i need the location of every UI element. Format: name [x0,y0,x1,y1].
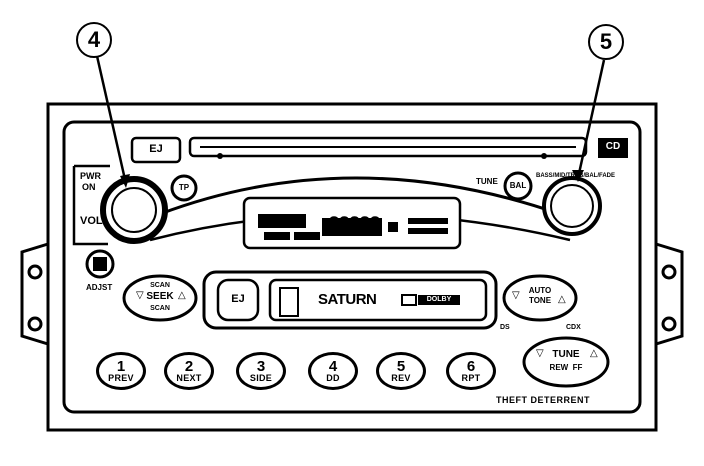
volume-power-knob[interactable] [100,176,168,244]
tone-knob-caption: BASS/MID/TREB/BAL/FADE [536,173,616,179]
preset-label: PREV [108,372,134,383]
tune-seek-line1: TUNE [552,349,580,360]
auto-tone-button[interactable] [502,274,578,322]
cd-eject-label: EJ [149,143,163,155]
display-segments [258,214,448,240]
preset-button-1[interactable]: 1 PREV [96,352,146,390]
tune-rew-ff-button[interactable] [522,336,610,388]
adjust-button[interactable] [85,249,115,279]
knob-label-vol: VOL [80,215,103,227]
compact-disc-mark [598,138,628,158]
tune-label: TUNE [476,177,498,186]
bal-button[interactable] [503,171,533,201]
tune-down-arrow: ▽ [536,348,544,359]
callout-4: 4 [76,22,112,58]
tp-button[interactable] [170,174,198,202]
seek-line3: SCAN [150,305,170,312]
left-mounting-bracket [20,241,50,347]
preset-button-5[interactable]: 5 REV [376,352,426,390]
preset-button-3[interactable]: 3 SIDE [236,352,286,390]
preset-label: DD [326,372,340,383]
preset-button-2[interactable]: 2 NEXT [164,352,214,390]
tune-seek-line2: REW FF [549,363,583,372]
preset-label: REV [391,372,411,383]
cd-eject-button[interactable] [130,136,182,164]
seek-up-arrow: △ [178,290,186,301]
adjust-label: ADJST [86,283,113,292]
preset-label: NEXT [176,372,202,383]
preset-button-4[interactable]: 4 DD [308,352,358,390]
knob-label-pwr: PWR [80,171,101,181]
display-digits: 88888 [327,214,381,239]
autotune-line1: AUTO [528,286,552,295]
right-mounting-bracket [654,241,684,347]
preset-number: 1 [116,357,126,375]
preset-number: 3 [256,357,266,375]
disc-mark-label: CD [605,141,621,152]
bal-button-label: BAL [509,181,527,190]
preset-number: 2 [184,357,194,375]
autotune-left-caption: DS [500,324,510,331]
dolby-mark [401,294,460,306]
callout-5: 5 [588,24,624,60]
callout-4-leader [95,55,128,185]
preset-label: RPT [461,372,481,383]
tone-balance-knob[interactable] [542,176,602,236]
cassette-brand: SATURN [318,291,377,308]
autotune-down-arrow: ▽ [512,290,520,301]
preset-number: 5 [396,357,406,375]
tune-up-arrow: △ [590,348,598,359]
seek-line1: SCAN [150,282,170,289]
cassette-eject-button[interactable] [216,278,260,322]
theft-deterrent-label: THEFT DETERRENT [496,395,590,405]
callout-5-leader [576,59,606,179]
preset-number: 6 [466,357,476,375]
left-knob-bezel [72,164,110,246]
dolby-text: DOLBY [426,296,452,303]
display-upper-arc [159,176,561,216]
tp-button-label: TP [178,183,190,192]
autotune-right-caption: CDX [566,324,581,331]
autotune-up-arrow: △ [558,294,566,305]
knob-label-on: ON [82,182,96,192]
cassette-door[interactable] [268,278,488,322]
autotune-line2: TONE [528,296,552,305]
preset-label: SIDE [249,372,273,383]
seek-scan-button[interactable] [122,274,198,322]
cassette-eject-label: EJ [231,293,245,305]
seek-down-arrow: ▽ [136,290,144,301]
preset-button-6[interactable]: 6 RPT [446,352,496,390]
preset-number: 4 [328,357,338,375]
seek-line2: SEEK [146,291,174,302]
